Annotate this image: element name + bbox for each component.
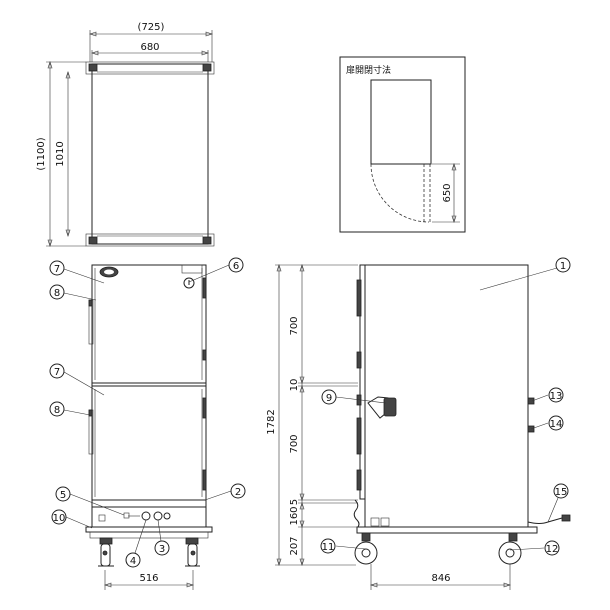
top-view: (725) 680 (1100) 1010 <box>36 22 215 247</box>
side-view: 1782 700 10 700 5 160 207 846 <box>266 264 571 590</box>
dim-overall-width: (725) <box>138 22 165 33</box>
dim-body-width: 680 <box>140 42 159 53</box>
dim-base-section: 160 <box>289 506 300 525</box>
callout-label-8-lower: 8 <box>54 405 60 416</box>
callout-3: 3 <box>154 540 170 556</box>
callout-label-10: 10 <box>53 513 66 524</box>
callout-5: 5 <box>55 486 71 502</box>
callout-label-15: 15 <box>555 487 568 498</box>
dim-partition: 10 <box>289 379 300 392</box>
callout-4: 4 <box>125 552 141 568</box>
callout-label-1: 1 <box>560 261 566 272</box>
callout-13: 13 <box>548 387 564 403</box>
callout-6: 6 <box>228 257 244 273</box>
dim-door-swing: 650 <box>442 183 453 202</box>
callout-label-5: 5 <box>60 490 66 501</box>
callout-label-14: 14 <box>550 419 563 430</box>
callout-15: 15 <box>553 483 569 499</box>
callout-10: 10 <box>51 509 67 525</box>
callout-label-7-lower: 7 <box>54 367 60 378</box>
dim-caster-height: 207 <box>289 536 300 555</box>
callout-9: 9 <box>321 389 337 405</box>
inset-title: 扉開閉寸法 <box>346 64 391 76</box>
callout-8-upper: 8 <box>49 284 65 300</box>
dim-gap: 5 <box>289 499 300 505</box>
callout-12: 12 <box>544 540 560 556</box>
callout-8-lower: 8 <box>49 401 65 417</box>
callout-11: 11 <box>320 538 336 554</box>
callout-label-2: 2 <box>235 487 241 498</box>
callouts: 1 2 3 4 5 6 7 7 8 8 9 10 11 12 13 14 15 <box>49 257 571 568</box>
front-view: 516 <box>85 264 213 590</box>
dim-body-depth: 1010 <box>55 141 66 166</box>
callout-label-13: 13 <box>550 391 563 402</box>
callout-14: 14 <box>548 415 564 431</box>
callout-label-9: 9 <box>326 393 332 404</box>
callout-label-11: 11 <box>322 542 335 553</box>
callout-label-6: 6 <box>233 261 239 272</box>
callout-label-4: 4 <box>130 556 136 567</box>
callout-7-lower: 7 <box>49 363 65 379</box>
callout-1: 1 <box>555 257 571 273</box>
dim-base-width: 516 <box>139 573 158 584</box>
callout-label-12: 12 <box>546 544 559 555</box>
dim-total-height: 1782 <box>266 409 277 434</box>
callout-label-8-upper: 8 <box>54 288 60 299</box>
door-swing-inset: 扉開閉寸法 650 <box>339 56 466 233</box>
dim-upper-compartment: 700 <box>289 316 300 335</box>
callout-label-7-upper: 7 <box>54 264 60 275</box>
dim-depth: 846 <box>431 573 450 584</box>
dim-overall-depth: (1100) <box>36 137 47 170</box>
dim-lower-compartment: 700 <box>289 434 300 453</box>
callout-2: 2 <box>230 483 246 499</box>
callout-label-3: 3 <box>159 544 165 555</box>
callout-7-upper: 7 <box>49 260 65 276</box>
